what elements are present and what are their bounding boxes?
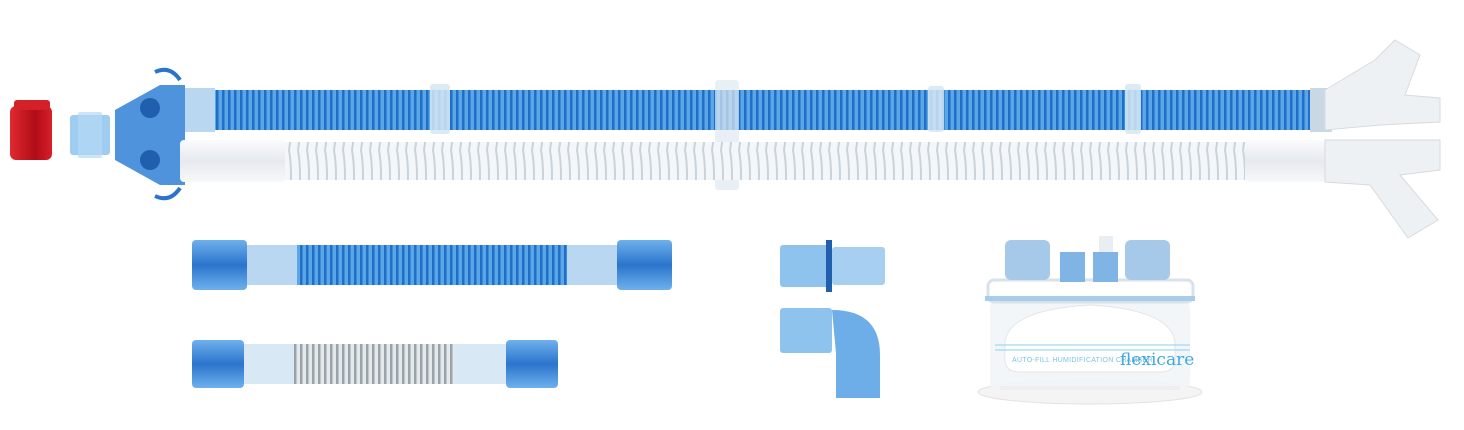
y-piece-left: [115, 67, 185, 201]
elbow-connector: [780, 308, 880, 398]
short-tube-blue: [192, 240, 672, 290]
short-tube-grey: [192, 340, 558, 388]
red-cap: [10, 100, 52, 160]
straight-connector: [780, 240, 885, 292]
connector-adapter: [70, 112, 110, 158]
humidification-chamber: AUTO-FILL HUMIDIFICATION CHAMBER flexica…: [977, 236, 1203, 405]
inspiratory-tube-blue: [185, 80, 1332, 190]
chamber-label: AUTO-FILL HUMIDIFICATION CHAMBER: [1012, 357, 1153, 364]
y-piece-right: [1324, 39, 1441, 239]
expiratory-tube-clear: [180, 140, 1325, 182]
brand-logo: flexicare: [1120, 350, 1194, 370]
